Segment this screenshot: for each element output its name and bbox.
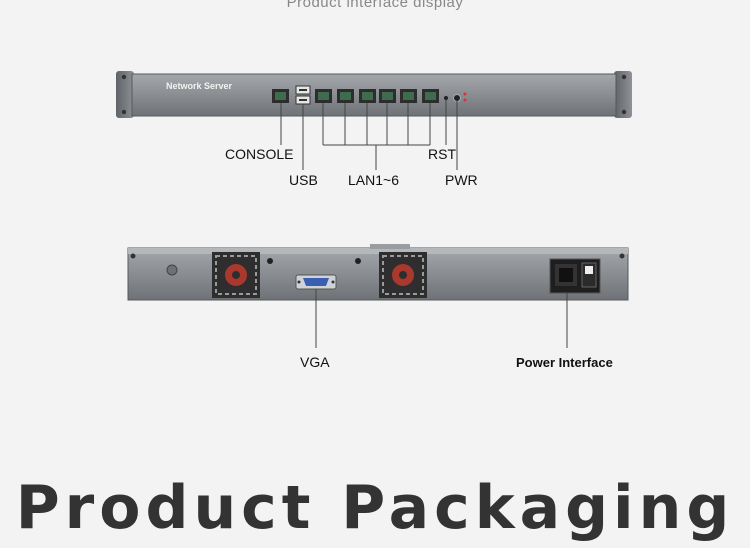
pwr-label: PWR [445, 172, 478, 188]
fan-vent-icon [212, 252, 260, 298]
rack-ear-left [116, 71, 134, 118]
power-interface-label: Power Interface [516, 355, 613, 370]
vga-label: VGA [300, 354, 330, 370]
lan-ports [315, 89, 439, 103]
rack-ear-right [614, 71, 632, 118]
front-leader-lines [280, 100, 458, 170]
status-led-icon [463, 98, 467, 102]
rear-chassis [127, 247, 629, 301]
rst-label: RST [428, 146, 456, 162]
console-port [272, 89, 289, 103]
fan-vent-icon [379, 252, 427, 298]
rear-leader-lines [315, 289, 568, 348]
interface-diagram: Network Server [116, 71, 632, 348]
ground-screw-icon [166, 264, 178, 276]
section-caption: Product interface display [286, 0, 464, 11]
usb-label: USB [289, 172, 318, 188]
console-label: CONSOLE [225, 146, 294, 162]
power-socket [549, 258, 601, 294]
lan-label: LAN1~6 [348, 172, 399, 188]
vga-port [295, 274, 337, 290]
brand-text: Network Server [166, 81, 233, 91]
power-button-icon [453, 94, 461, 102]
status-led-icon [463, 92, 467, 96]
reset-button-icon [444, 96, 448, 100]
rear-panel [127, 244, 629, 301]
front-panel: Network Server [116, 71, 632, 118]
section-headline: Product Packaging [15, 473, 735, 543]
